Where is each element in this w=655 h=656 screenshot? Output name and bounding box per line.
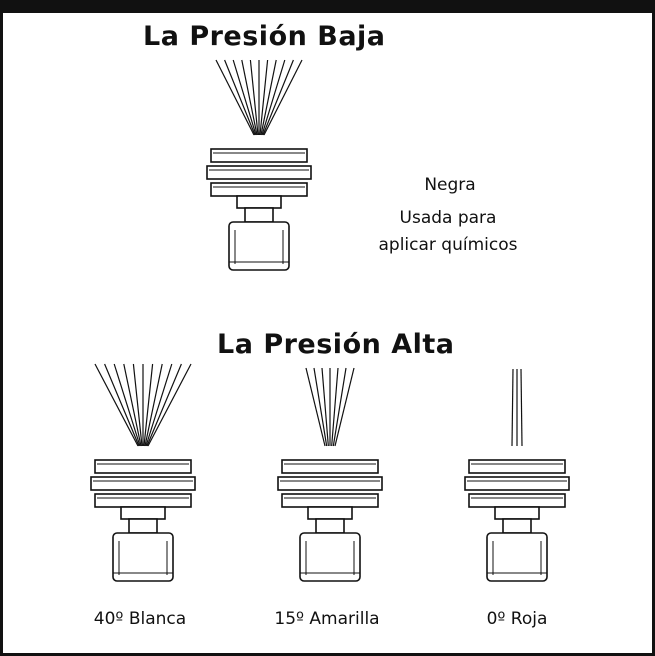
- spray-line: [224, 59, 256, 136]
- spray-line: [144, 363, 163, 447]
- spray-line: [104, 363, 140, 447]
- nozzle-body: [228, 221, 290, 271]
- spray-line: [520, 368, 523, 447]
- spray-line: [262, 59, 294, 136]
- spray-line: [232, 59, 257, 136]
- spray-line: [332, 367, 347, 447]
- spray-line: [511, 368, 514, 447]
- nozzle-body: [486, 532, 548, 582]
- nozzle-flange: [210, 182, 308, 197]
- nozzle-neck: [120, 506, 166, 520]
- nozzle-40-illustration: [90, 363, 196, 582]
- spray-line: [259, 59, 269, 136]
- black-nozzle-usage: Usada para aplicar químicos: [358, 205, 538, 259]
- nozzle-body: [299, 532, 361, 582]
- nozzle-collar: [128, 518, 158, 534]
- high-pressure-title: La Presión Alta: [217, 329, 455, 360]
- spray-line: [132, 363, 143, 447]
- nozzle-collar: [244, 207, 274, 223]
- spray-line: [145, 363, 173, 447]
- spray-lines: [305, 367, 355, 447]
- spray-lines: [215, 59, 303, 136]
- spray-line: [261, 59, 286, 136]
- black-nozzle-usage-line2: aplicar químicos: [378, 235, 518, 255]
- nozzle-neck: [494, 506, 540, 520]
- spray-line: [241, 59, 258, 136]
- spray-lines: [94, 363, 192, 447]
- spray-line: [143, 363, 154, 447]
- nozzle-flange: [206, 165, 312, 180]
- black-nozzle-color-label: Negra: [424, 175, 476, 195]
- nozzle-flange: [277, 476, 383, 491]
- spray-line: [263, 59, 303, 136]
- nozzle-flange: [468, 493, 566, 508]
- spray-line: [321, 367, 329, 447]
- nozzle-0-illustration: [464, 368, 570, 582]
- black-nozzle-illustration: [206, 59, 312, 271]
- nozzle-neck: [236, 195, 282, 209]
- spray-line: [313, 367, 328, 447]
- spray-lines: [511, 368, 523, 447]
- spray-line: [331, 367, 339, 447]
- nozzle-15-illustration: [277, 367, 383, 582]
- spray-line: [260, 59, 277, 136]
- top-bar: [0, 0, 655, 13]
- nozzle-flange: [94, 493, 192, 508]
- spray-line: [334, 367, 355, 447]
- spray-line: [215, 59, 255, 136]
- spray-line: [123, 363, 142, 447]
- nozzle-15-caption: 15º Amarilla: [274, 609, 380, 629]
- nozzle-flange: [468, 459, 566, 474]
- black-nozzle-usage-line1: Usada para: [399, 208, 497, 228]
- nozzle-flange: [464, 476, 570, 491]
- nozzle-body: [112, 532, 174, 582]
- nozzle-flange: [90, 476, 196, 491]
- nozzle-flange: [281, 493, 379, 508]
- nozzle-neck: [307, 506, 353, 520]
- low-pressure-title: La Presión Baja: [143, 21, 386, 52]
- nozzle-flange: [94, 459, 192, 474]
- nozzle-collar: [502, 518, 532, 534]
- spray-line: [113, 363, 141, 447]
- spray-line: [146, 363, 182, 447]
- spray-line: [94, 363, 139, 447]
- nozzle-40-caption: 40º Blanca: [93, 609, 187, 629]
- nozzle-flange: [210, 148, 308, 163]
- nozzle-flange: [281, 459, 379, 474]
- spray-line: [147, 363, 192, 447]
- nozzle-collar: [315, 518, 345, 534]
- spray-line: [249, 59, 259, 136]
- nozzle-0-caption: 0º Roja: [486, 609, 548, 629]
- spray-line: [305, 367, 326, 447]
